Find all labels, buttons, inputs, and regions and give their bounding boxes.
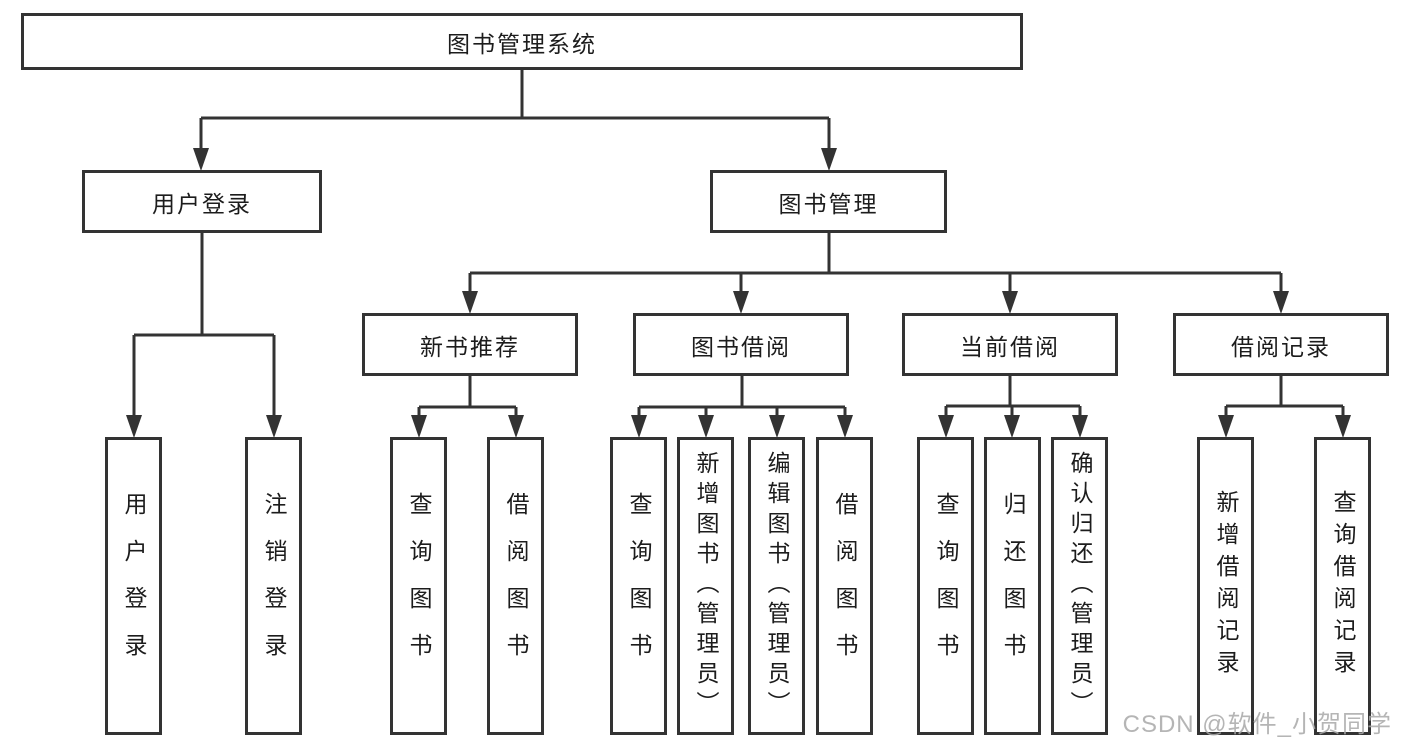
node-leaf-logout: 注销登录 — [245, 437, 302, 735]
node-leaf-query-books-recommend: 查询图书 — [390, 437, 447, 735]
node-label: 新书推荐 — [420, 333, 520, 360]
node-current-borrowing: 当前借阅 — [902, 313, 1118, 376]
node-label: 用户登录 — [152, 190, 252, 217]
node-label: 查询图书 — [933, 492, 959, 680]
node-label: 当前借阅 — [960, 333, 1060, 360]
node-new-book-recommend: 新书推荐 — [362, 313, 578, 376]
node-label: 查询借阅记录 — [1330, 490, 1356, 682]
node-leaf-confirm-return-admin: 确认归还（管理员） — [1051, 437, 1108, 735]
node-leaf-edit-books-admin: 编辑图书（管理员） — [748, 437, 805, 735]
node-leaf-add-borrow-record: 新增借阅记录 — [1197, 437, 1254, 735]
node-label: 查询图书 — [626, 492, 652, 680]
node-user-login-module: 用户登录 — [82, 170, 322, 233]
node-leaf-query-books-borrow: 查询图书 — [610, 437, 667, 735]
node-label: 确认归还（管理员） — [1067, 451, 1093, 721]
node-leaf-query-books-current: 查询图书 — [917, 437, 974, 735]
node-leaf-user-login: 用户登录 — [105, 437, 162, 735]
arrowheads — [126, 148, 1351, 438]
node-label: 借阅图书 — [503, 492, 529, 680]
node-book-borrowing: 图书借阅 — [633, 313, 849, 376]
node-label: 图书借阅 — [691, 333, 791, 360]
node-leaf-return-books: 归还图书 — [984, 437, 1041, 735]
node-borrowing-records: 借阅记录 — [1173, 313, 1389, 376]
node-label: 编辑图书（管理员） — [764, 451, 790, 721]
node-leaf-add-books-admin: 新增图书（管理员） — [677, 437, 734, 735]
node-label: 图书管理系统 — [447, 30, 597, 57]
node-label: 借阅图书 — [832, 492, 858, 680]
csdn-watermark: CSDN @软件_小贺同学 — [1122, 711, 1392, 738]
node-book-management-module: 图书管理 — [710, 170, 947, 233]
node-root-library-management-system: 图书管理系统 — [21, 13, 1023, 70]
node-label: 新增图书（管理员） — [693, 451, 719, 721]
node-label: 查询图书 — [406, 492, 432, 680]
node-label: 注销登录 — [261, 492, 287, 680]
node-label: 用户登录 — [121, 492, 147, 680]
node-leaf-borrow-books-recommend: 借阅图书 — [487, 437, 544, 735]
node-label: 新增借阅记录 — [1213, 490, 1239, 682]
node-leaf-query-borrow-record: 查询借阅记录 — [1314, 437, 1371, 735]
node-label: 图书管理 — [778, 190, 879, 217]
node-leaf-borrow-books: 借阅图书 — [816, 437, 873, 735]
node-label: 归还图书 — [1000, 492, 1026, 680]
node-label: 借阅记录 — [1231, 333, 1331, 360]
